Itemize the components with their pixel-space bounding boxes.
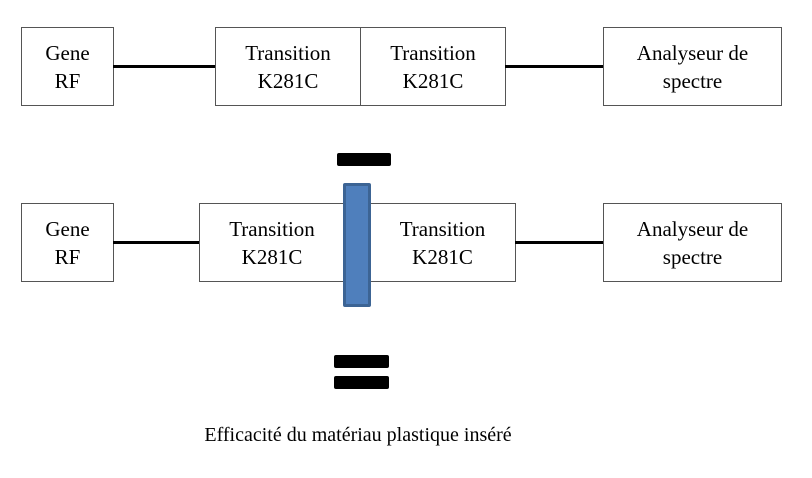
box-label: spectre <box>662 68 723 93</box>
box-label: RF <box>54 68 81 93</box>
box-label: Transition <box>245 40 331 65</box>
row2-transition-b-box: Transition K281C <box>369 203 516 282</box>
box-label: Transition <box>229 216 315 241</box>
row1-transition-a-box: Transition K281C <box>215 27 361 106</box>
box-label: K281C <box>412 244 473 269</box>
equals-bar-top <box>334 355 389 368</box>
row1-analyzer-box: Analyseur de spectre <box>603 27 782 106</box>
row1-cable-2 <box>505 65 604 68</box>
minus-sign-icon <box>337 153 391 166</box>
row2-analyzer-box: Analyseur de spectre <box>603 203 782 282</box>
box-label: spectre <box>662 244 723 269</box>
box-label: Analyseur de <box>636 40 749 65</box>
box-label: Gene <box>45 216 90 241</box>
box-label: Analyseur de <box>636 216 749 241</box>
equals-bar-bottom <box>334 376 389 389</box>
box-label: Gene <box>45 40 90 65</box>
row1-cable-1 <box>113 65 216 68</box>
row1-transition-b-box: Transition K281C <box>360 27 506 106</box>
row2-gene-rf-box: Gene RF <box>21 203 114 282</box>
box-label: Transition <box>390 40 476 65</box>
row2-cable-1 <box>113 241 200 244</box>
row1-gene-rf-box: Gene RF <box>21 27 114 106</box>
box-label: RF <box>54 244 81 269</box>
row2-transition-a-box: Transition K281C <box>199 203 345 282</box>
box-label: Transition <box>399 216 486 241</box>
result-caption: Efficacité du matériau plastique inséré <box>204 424 512 446</box>
inserted-plastic-material <box>343 183 371 307</box>
box-label: K281C <box>257 68 319 93</box>
box-label: K281C <box>241 244 303 269</box>
row2-cable-2 <box>515 241 604 244</box>
box-label: K281C <box>402 68 464 93</box>
